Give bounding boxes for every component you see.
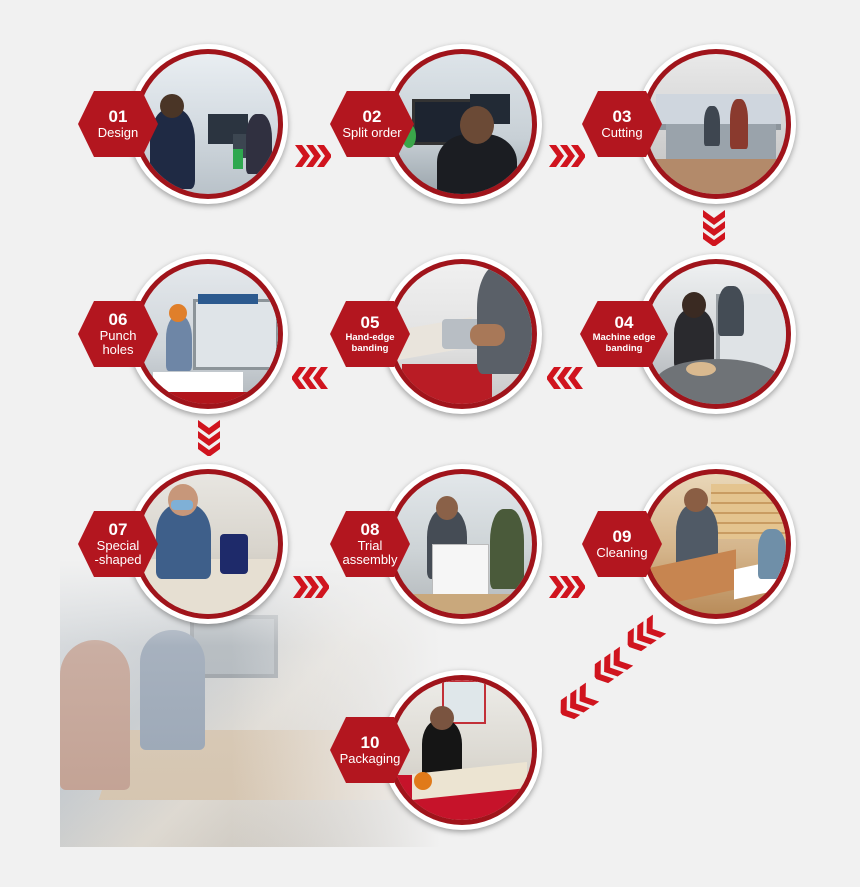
step-08: 08 Trial assembly [330, 464, 542, 624]
step-photo-cleaning [646, 474, 786, 614]
step-photo-hand-edge-banding [392, 264, 532, 404]
step-label: Packaging [339, 751, 401, 766]
step-label: Split order [342, 125, 402, 140]
step-number: 10 [360, 733, 380, 752]
triple-chevron-down-left-icon [592, 646, 634, 684]
step-number: 03 [612, 107, 632, 126]
step-label: Punch holes [99, 328, 137, 357]
step-photo-machine-edge-banding [646, 264, 786, 404]
step-badge: 06 Punch holes [78, 301, 158, 367]
step-number: 06 [108, 310, 128, 329]
step-label: Cleaning [596, 545, 648, 560]
step-badge: 10 Packaging [330, 717, 410, 783]
step-photo-special-shaped [138, 474, 278, 614]
step-badge: 07 Special -shaped [78, 511, 158, 577]
step-badge: 04 Machine edge banding [580, 301, 668, 367]
step-number: 01 [108, 107, 128, 126]
step-badge: 03 Cutting [582, 91, 662, 157]
step-number: 07 [108, 520, 128, 539]
step-number: 04 [614, 313, 634, 332]
triple-chevron-down-icon [703, 210, 725, 246]
triple-chevron-right-icon [549, 145, 585, 167]
step-label: Hand-edge banding [345, 332, 395, 354]
step-number: 08 [360, 520, 380, 539]
triple-chevron-down-left-icon [558, 682, 600, 720]
step-06: 06 Punch holes [78, 254, 288, 414]
step-photo-cutting [646, 54, 786, 194]
step-photo-punch-holes [138, 264, 278, 404]
step-09: 09 Cleaning [582, 464, 796, 624]
step-01: 01 Design [78, 44, 288, 204]
step-07: 07 Special -shaped [78, 464, 288, 624]
step-number: 02 [362, 107, 382, 126]
step-badge: 08 Trial assembly [330, 511, 410, 577]
triple-chevron-right-icon [295, 145, 331, 167]
step-badge: 01 Design [78, 91, 158, 157]
step-photo-design [138, 54, 278, 194]
step-04: 04 Machine edge banding [580, 254, 796, 414]
step-number: 09 [612, 527, 632, 546]
triple-chevron-right-icon [549, 576, 585, 598]
step-05: 05 Hand-edge banding [330, 254, 542, 414]
step-03: 03 Cutting [582, 44, 796, 204]
triple-chevron-down-left-icon [625, 614, 667, 652]
step-02: 02 Split order [330, 44, 542, 204]
step-photo-packaging [392, 680, 532, 820]
step-10: 10 Packaging [330, 670, 542, 830]
step-label: Machine edge banding [592, 332, 656, 354]
step-photo-trial-assembly [392, 474, 532, 614]
triple-chevron-left-icon [292, 367, 328, 389]
step-number: 05 [360, 313, 380, 332]
step-photo-split-order [392, 54, 532, 194]
step-badge: 09 Cleaning [582, 511, 662, 577]
triple-chevron-left-icon [547, 367, 583, 389]
step-label: Trial assembly [342, 538, 398, 567]
step-badge: 02 Split order [330, 91, 414, 157]
step-label: Design [97, 125, 139, 140]
step-label: Cutting [601, 125, 643, 140]
step-label: Special -shaped [94, 538, 142, 567]
triple-chevron-down-icon [198, 420, 220, 456]
step-badge: 05 Hand-edge banding [330, 301, 410, 367]
triple-chevron-right-icon [293, 576, 329, 598]
